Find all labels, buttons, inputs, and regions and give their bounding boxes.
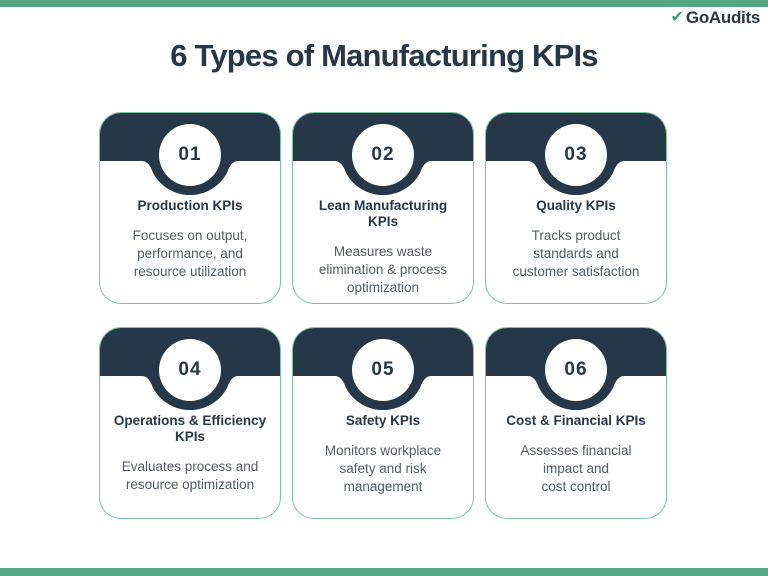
checkmark-icon: ✔ bbox=[670, 9, 684, 26]
number-badge: 04 bbox=[159, 339, 221, 401]
card-title: Safety KPIs bbox=[345, 413, 421, 428]
number-badge: 06 bbox=[545, 339, 607, 401]
card-title: Quality KPIs bbox=[536, 198, 616, 213]
kpi-card-cost-financial: 06 Cost & Financial KPIs Assesses financ… bbox=[485, 327, 667, 519]
card-header-notch: 03 bbox=[486, 113, 666, 195]
kpi-card-safety: 05 Safety KPIs Monitors workplace safety… bbox=[292, 327, 474, 519]
card-title: Lean Manufacturing KPIs bbox=[318, 198, 448, 229]
kpi-card-operations-efficiency: 04 Operations & Efficiency KPIs Evaluate… bbox=[99, 327, 281, 519]
kpi-card-lean-manufacturing: 02 Lean Manufacturing KPIs Measures wast… bbox=[292, 112, 474, 304]
number-badge: 03 bbox=[545, 124, 607, 186]
card-title: Cost & Financial KPIs bbox=[506, 413, 646, 428]
card-description: Focuses on output, performance, and reso… bbox=[132, 228, 248, 279]
card-title: Operations & Efficiency KPIs bbox=[113, 413, 267, 444]
card-number: 02 bbox=[371, 144, 395, 165]
cards-grid: 01 Production KPIs Focuses on output, pe… bbox=[99, 112, 667, 519]
card-header-notch: 02 bbox=[293, 113, 473, 195]
card-number: 05 bbox=[371, 359, 395, 380]
number-badge: 01 bbox=[159, 124, 221, 186]
number-badge: 02 bbox=[352, 124, 414, 186]
card-title: Production KPIs bbox=[137, 198, 243, 213]
kpi-card-production: 01 Production KPIs Focuses on output, pe… bbox=[99, 112, 281, 304]
bottom-accent-bar bbox=[0, 568, 768, 576]
card-number: 04 bbox=[178, 359, 202, 380]
card-header-notch: 06 bbox=[486, 328, 666, 410]
kpi-card-quality: 03 Quality KPIs Tracks product standards… bbox=[485, 112, 667, 304]
brand-name: GoAudits bbox=[685, 8, 760, 27]
card-description: Evaluates process and resource optimizat… bbox=[121, 459, 259, 492]
card-number: 06 bbox=[564, 359, 588, 380]
top-accent-bar bbox=[0, 0, 768, 7]
card-description: Assesses financial impact and cost contr… bbox=[520, 443, 632, 494]
brand-logo: ✔ GoAudits bbox=[671, 9, 761, 27]
card-number: 01 bbox=[178, 144, 202, 165]
card-description: Tracks product standards and customer sa… bbox=[512, 228, 640, 279]
card-description: Monitors workplace safety and risk manag… bbox=[324, 443, 442, 494]
card-number: 03 bbox=[564, 144, 588, 165]
card-header-notch: 05 bbox=[293, 328, 473, 410]
card-header-notch: 01 bbox=[100, 113, 280, 195]
card-description: Measures waste elimination & process opt… bbox=[318, 244, 448, 295]
page-title: 6 Types of Manufacturing KPIs bbox=[170, 38, 598, 73]
number-badge: 05 bbox=[352, 339, 414, 401]
card-header-notch: 04 bbox=[100, 328, 280, 410]
